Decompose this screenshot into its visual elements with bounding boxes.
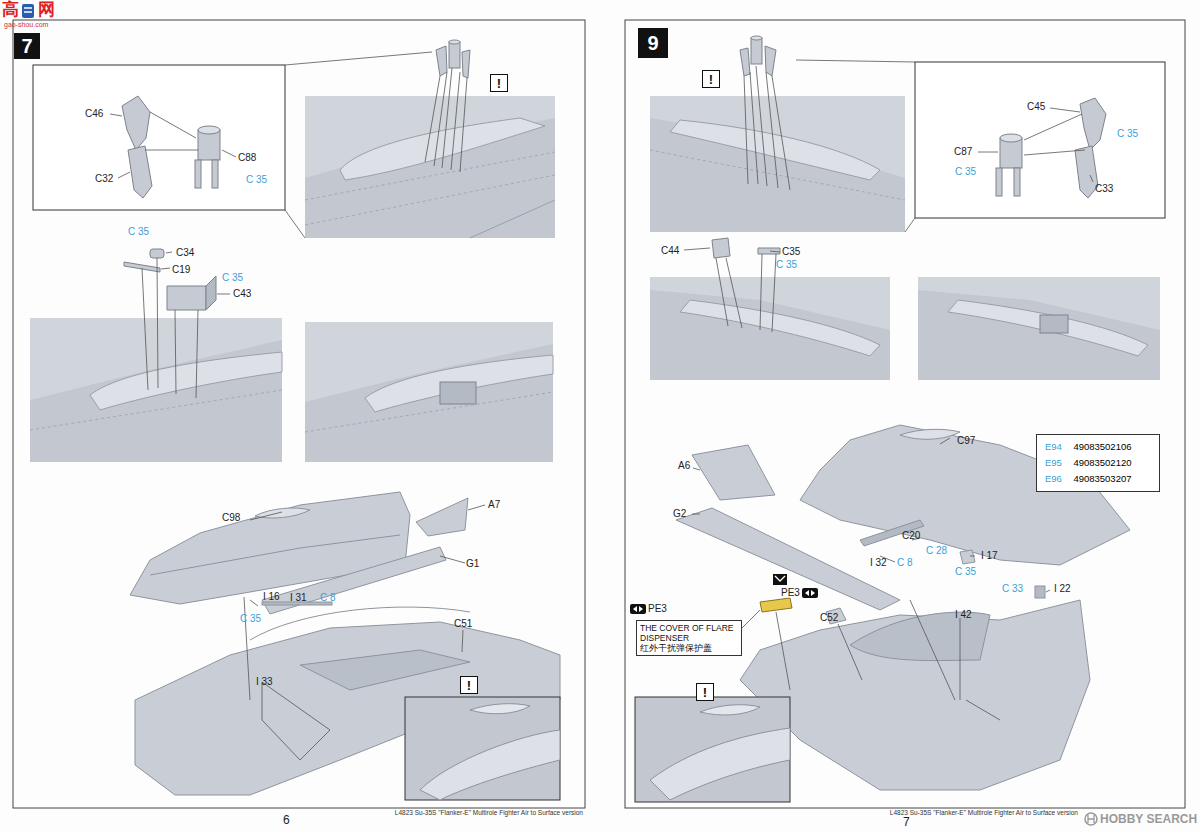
watermark: 高 <box>2 1 19 20</box>
part-code: E94 <box>1045 439 1065 455</box>
part-number: C34 <box>176 247 194 258</box>
part-number: 49083502106 <box>1073 439 1135 455</box>
part-number: C35 <box>782 246 800 257</box>
part-number: I 42 <box>955 609 972 620</box>
inset-frame <box>635 697 790 802</box>
paint-code: C 35 <box>955 166 976 177</box>
part-number: C46 <box>85 108 103 119</box>
caution-mark-text: ! <box>703 685 707 700</box>
part-number: I 22 <box>1054 583 1071 594</box>
part-number: C32 <box>95 173 113 184</box>
part-number: C98 <box>222 512 240 523</box>
logo-mark <box>22 4 34 18</box>
note-box: THE COVER OF FLARE DISPENSER红外干扰弹保护盖 <box>636 620 742 656</box>
part-number: I 16 <box>263 591 280 602</box>
part-number: I 31 <box>290 592 307 603</box>
paint-code: C 35 <box>776 259 797 270</box>
main-gear <box>740 36 776 76</box>
caution-mark: ! <box>702 70 720 88</box>
paint-code: C 33 <box>1002 583 1023 594</box>
part-number: C44 <box>661 245 679 256</box>
page-frame <box>625 20 1185 808</box>
part-number: C97 <box>957 435 975 446</box>
part-table: E94 49083502106E95 49083502120E96 490835032… <box>1036 434 1160 492</box>
part-number: C88 <box>238 152 256 163</box>
leader-line <box>425 68 467 172</box>
paint-code: C 35 <box>222 272 243 283</box>
wing-underside-view <box>30 318 553 462</box>
paint-code: C 35 <box>240 613 261 624</box>
footer-text: L4823 Su-35S "Flanker-E" Multirole Fight… <box>890 809 1078 816</box>
caution-mark: ! <box>696 683 714 701</box>
inset-frame <box>915 62 1165 218</box>
part-code: E96 <box>1045 471 1065 487</box>
wing-underside-view <box>650 96 905 232</box>
part-number: C52 <box>820 612 838 623</box>
paint-code: C 8 <box>897 557 913 568</box>
caution-mark-text: ! <box>467 678 471 693</box>
part-code: E95 <box>1045 455 1065 471</box>
watermark: gao-shou.com <box>4 21 48 29</box>
caution-mark: ! <box>460 676 478 694</box>
watermark: 网 <box>38 1 55 20</box>
part-number: C51 <box>454 618 472 629</box>
small-parts <box>712 238 780 258</box>
paint-code: C 35 <box>955 566 976 577</box>
part-number: C20 <box>902 530 920 541</box>
note-text: THE COVER OF FLARE DISPENSER <box>640 623 738 643</box>
footer-text: L4823 Su-35S "Flanker-E" Multirole Fight… <box>395 809 583 816</box>
paint-code: C 35 <box>1117 128 1138 139</box>
page-frame <box>13 20 585 808</box>
part-number: 49083503207 <box>1073 471 1135 487</box>
gear-parts <box>996 98 1106 198</box>
part-number: 49083502120 <box>1073 455 1135 471</box>
pe-icon <box>630 441 1156 614</box>
inset-frame <box>405 697 560 800</box>
part-number: G1 <box>466 558 479 569</box>
paint-code: C 28 <box>926 545 947 556</box>
part-number: I 33 <box>256 676 273 687</box>
part-number: C45 <box>1027 101 1045 112</box>
wing-underside-view <box>650 277 1160 380</box>
bend-icon <box>773 574 787 585</box>
main-gear <box>436 40 470 78</box>
part-number: G2 <box>673 508 686 519</box>
part-number: I 17 <box>981 550 998 561</box>
step-number: 7 <box>14 33 40 59</box>
caution-mark-text: ! <box>709 72 713 87</box>
part-number: C43 <box>233 288 251 299</box>
small-parts <box>124 249 216 310</box>
step-number-text: 7 <box>21 35 32 58</box>
step-number: 9 <box>638 28 668 58</box>
paint-code: C 35 <box>246 174 267 185</box>
caution-mark: ! <box>490 74 508 92</box>
step-number-text: 9 <box>647 32 658 55</box>
page-number: 6 <box>283 814 290 827</box>
page-number: 7 <box>903 816 910 829</box>
note-text: 红外干扰弹保护盖 <box>640 643 738 653</box>
part-number: C33 <box>1095 183 1113 194</box>
paint-code: C 35 <box>128 226 149 237</box>
caution-mark-text: ! <box>497 76 501 91</box>
part-number: C19 <box>172 264 190 275</box>
watermark: HOBBY SEARCH <box>1100 813 1197 826</box>
gear-parts <box>122 96 220 198</box>
part-number: A6 <box>678 460 690 471</box>
part-number: I 32 <box>870 557 887 568</box>
part-number: A7 <box>488 499 500 510</box>
watermark-logo <box>1085 813 1097 825</box>
part-number: PE3 <box>648 603 667 614</box>
photo-etch-part <box>760 598 792 612</box>
part-number: C87 <box>954 146 972 157</box>
inset-frame <box>33 65 285 210</box>
part-number: PE3 <box>781 587 800 598</box>
wing-underside-view <box>305 96 555 238</box>
paint-code: C 8 <box>320 592 336 603</box>
